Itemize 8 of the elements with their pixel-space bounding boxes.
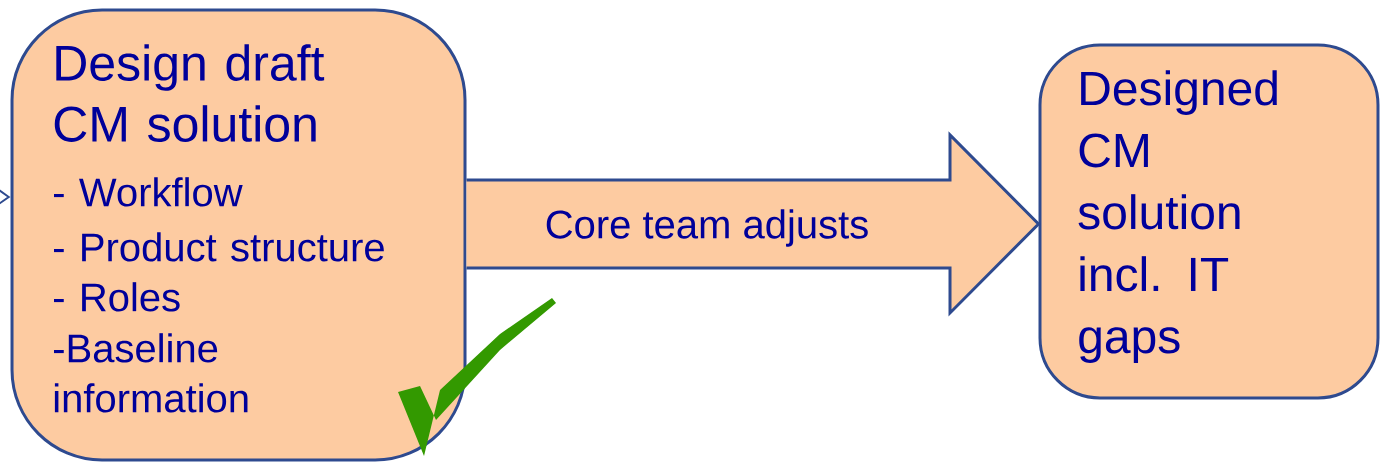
- edge-label: Core team adjusts: [546, 209, 868, 247]
- list-item: - Workflow: [54, 177, 243, 207]
- list-item: - Product structure: [54, 232, 384, 262]
- list-item: - Roles: [54, 282, 180, 312]
- list-item: -Baseline information: [54, 333, 248, 413]
- block-arrow: [465, 131, 1041, 317]
- heading: Design draft CM solution: [54, 44, 325, 142]
- box-text: Designed CM solution incl. IT gaps: [1078, 70, 1277, 363]
